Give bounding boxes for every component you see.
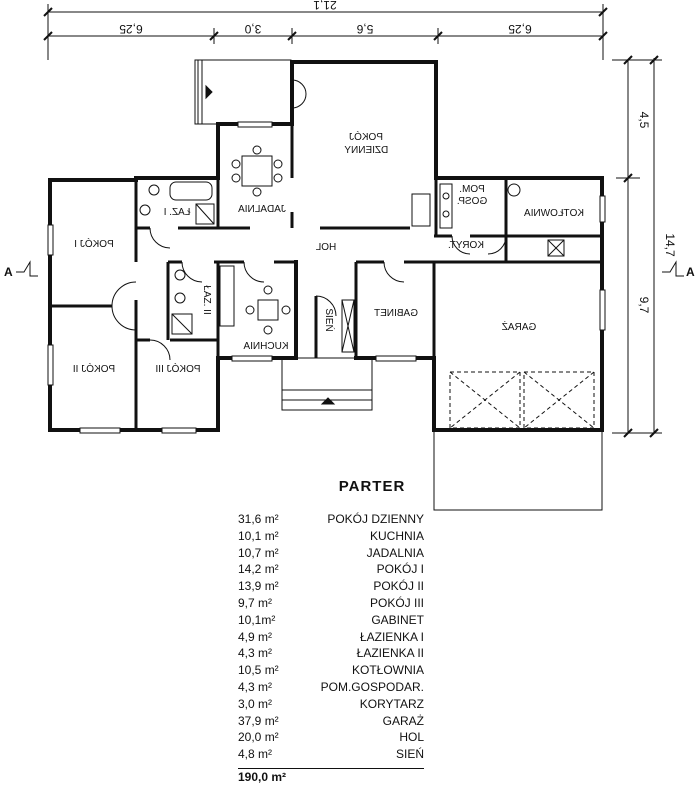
legend-row-name: POKÓJ I <box>376 562 424 577</box>
legend-row-name: KORYTARZ <box>359 696 424 711</box>
room-label-kuchnia: KUCHNIA <box>243 341 288 352</box>
legend-row-area: 4,9 m² <box>238 629 273 644</box>
legend-row-area: 37,9 m² <box>238 713 279 728</box>
legend-row-area: 10,1m² <box>238 612 276 627</box>
legend-row-name: POKÓJ II <box>373 579 424 594</box>
legend-row-name: POKÓJ III <box>369 596 424 610</box>
legend-row-name: POM.GOSPODAR. <box>320 680 424 694</box>
room-label-pokoj-dzienny-2: DZIENNY <box>344 145 388 156</box>
legend-row-name: ŁAZIENKA II <box>356 646 424 661</box>
room-label-pokoj-1: POKÓJ I <box>74 237 113 250</box>
legend-row: 10,1m² GABINET <box>238 613 424 629</box>
legend-row: 10,7 m² JADALNIA <box>238 546 424 562</box>
legend-row-name: GABINET <box>371 612 424 627</box>
sink-icon <box>148 184 160 196</box>
legend-row-area: 13,9 m² <box>238 579 279 594</box>
legend-row-name: JADALNIA <box>366 545 424 560</box>
legend-row: 4,3 m² POM.GOSPODAR. <box>238 680 424 696</box>
legend-row-area: 10,1 m² <box>238 528 279 543</box>
room-label-pokoj-2: POKÓJ II <box>73 362 115 375</box>
svg-text:A: A <box>686 265 695 279</box>
legend-row: 13,9 m² POKÓJ II <box>238 579 424 595</box>
room-label-jadalnia: JADALNIA <box>238 204 286 215</box>
legend-row-name: POKÓJ DZIENNY <box>327 512 424 526</box>
room-label-laz-1: ŁAZ. I <box>164 207 191 218</box>
legend-total: 190,0 m² <box>238 770 287 784</box>
dim-total-top: 21,1 <box>313 0 337 12</box>
legend-row: 10,5 m² KOTŁOWNIA <box>238 663 424 679</box>
legend-row-area: 4,3 m² <box>238 646 273 661</box>
legend-row-name: KOTŁOWNIA <box>351 663 424 678</box>
room-label-pom-gosp-1: POM. <box>459 184 485 195</box>
room-label-pom-gosp-2: GOSP. <box>457 196 487 207</box>
room-label-pokoj-3: POKÓJ III <box>155 362 200 375</box>
dim-seg-2: 3,0 <box>244 22 261 36</box>
legend-row-name: HOL <box>399 730 424 745</box>
legend-row-area: 20,0 m² <box>238 730 279 745</box>
room-label-garaz: GARAŻ <box>502 320 536 333</box>
legend-separator <box>238 768 424 769</box>
legend-row-area: 4,3 m² <box>238 680 273 694</box>
legend-row: 20,0 m² HOL <box>238 730 424 746</box>
room-label-kotlownia: KOTŁOWNIA <box>524 208 584 219</box>
legend-row: 4,3 m² ŁAZIENKA II <box>238 646 424 662</box>
legend-row-name: SIEŃ <box>395 747 424 762</box>
dim-seg-3: 5,6 <box>356 22 373 36</box>
legend-row: 37,9 m² GARAŻ <box>238 714 424 730</box>
toilet-icon <box>174 292 186 304</box>
legend-row-area: 4,8 m² <box>238 747 273 762</box>
sink-icon <box>174 269 186 281</box>
top-dimensions <box>43 4 608 60</box>
room-labels: POKÓJ DZIENNY JADALNIA ŁAZ. I POKÓJ I HO… <box>73 130 584 375</box>
right-dimensions <box>612 55 662 438</box>
legend-row: 31,6 m² POKÓJ DZIENNY <box>238 512 424 528</box>
section-marker-right: A <box>662 260 695 279</box>
legend-row: 4,8 m² SIEŃ <box>238 747 424 763</box>
room-label-laz-2: ŁAZ. II <box>201 285 212 314</box>
dim-right-lower: 9,7 <box>637 297 651 314</box>
legend-row-area: 10,5 m² <box>238 663 279 678</box>
legend-title: PARTER <box>338 478 406 495</box>
fixtures <box>139 145 565 353</box>
legend-row: 4,9 m² ŁAZIENKA I <box>238 630 424 646</box>
door-arcs <box>111 79 507 361</box>
toilet-icon <box>139 204 151 216</box>
garage-spaces <box>449 371 595 429</box>
dim-right-total: 14,7 <box>663 233 677 257</box>
legend-row-name: GARAŻ <box>382 713 424 728</box>
legend-row-name: ŁAZIENKA I <box>359 629 424 644</box>
room-label-korytarz: KORYT. <box>448 240 484 251</box>
interior-walls <box>50 124 602 430</box>
windows <box>47 121 606 434</box>
entrance-steps <box>281 357 373 411</box>
dim-seg-1: 6,25 <box>119 22 143 36</box>
svg-text:A: A <box>4 265 13 279</box>
legend-row-area: 9,7 m² <box>238 596 273 610</box>
driveway <box>433 430 603 511</box>
legend-row: 9,7 m² POKÓJ III <box>238 596 424 612</box>
legend-row-area: 10,7 m² <box>238 545 279 560</box>
legend-row-area: 3,0 m² <box>238 696 273 711</box>
legend-row-name: KUCHNIA <box>369 528 424 543</box>
room-label-gabinet: GABINET <box>374 308 418 319</box>
legend-row-area: 31,6 m² <box>238 512 279 526</box>
dim-right-upper: 4,5 <box>637 112 651 129</box>
legend-row: 14,2 m² POKÓJ I <box>238 562 424 578</box>
room-label-hol: HOL <box>315 242 336 253</box>
legend-row: 10,1 m² KUCHNIA <box>238 529 424 545</box>
legend-row: 3,0 m² KORYTARZ <box>238 697 424 713</box>
legend-row-area: 14,2 m² <box>238 562 279 577</box>
room-label-pokoj-dzienny-1: POKÓJ <box>349 130 383 143</box>
section-marker-left: A <box>4 260 38 279</box>
terrace <box>194 59 292 125</box>
dim-seg-4: 6,25 <box>508 22 532 36</box>
room-label-sien: SIEŃ <box>323 308 336 331</box>
